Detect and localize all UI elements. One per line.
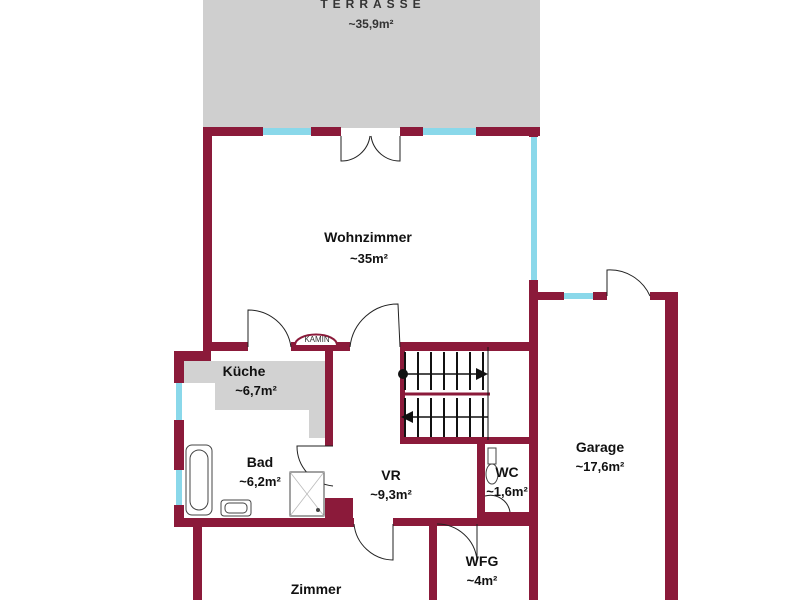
room-garage-area: ~17,6m² xyxy=(576,459,625,474)
room-wfg-area: ~4m² xyxy=(467,573,498,588)
room-wc-area: ~1,6m² xyxy=(486,484,528,499)
room-kueche-area: ~6,7m² xyxy=(235,383,277,398)
terrace-area-label: ~35,9m² xyxy=(348,17,393,31)
walls xyxy=(174,127,678,600)
room-bad-area: ~6,2m² xyxy=(239,474,281,489)
room-wfg-name: WFG xyxy=(466,553,499,569)
terrace-area xyxy=(203,0,540,128)
doors xyxy=(247,135,651,561)
kamin: KAMIN xyxy=(294,333,338,346)
windows xyxy=(176,128,593,505)
kitchen-counter xyxy=(184,361,325,438)
bathroom-fixtures xyxy=(185,444,325,517)
room-wohnzimmer-area: ~35m² xyxy=(350,251,389,266)
labels: TERRASSE ~35,9m² Wohnzimmer ~35m² Küche … xyxy=(223,0,625,597)
kamin-label: KAMIN xyxy=(304,335,330,344)
room-wc-name: WC xyxy=(495,464,518,480)
room-bad-name: Bad xyxy=(247,454,273,470)
room-zimmer-name: Zimmer xyxy=(291,581,342,597)
wc-fixture xyxy=(485,447,499,485)
room-vr-name: VR xyxy=(381,467,400,483)
room-garage-name: Garage xyxy=(576,439,624,455)
terrace-name: TERRASSE xyxy=(320,0,425,11)
room-wohnzimmer-name: Wohnzimmer xyxy=(324,229,412,245)
staircase xyxy=(398,347,490,440)
room-kueche-name: Küche xyxy=(223,363,266,379)
room-vr-area: ~9,3m² xyxy=(370,487,412,502)
